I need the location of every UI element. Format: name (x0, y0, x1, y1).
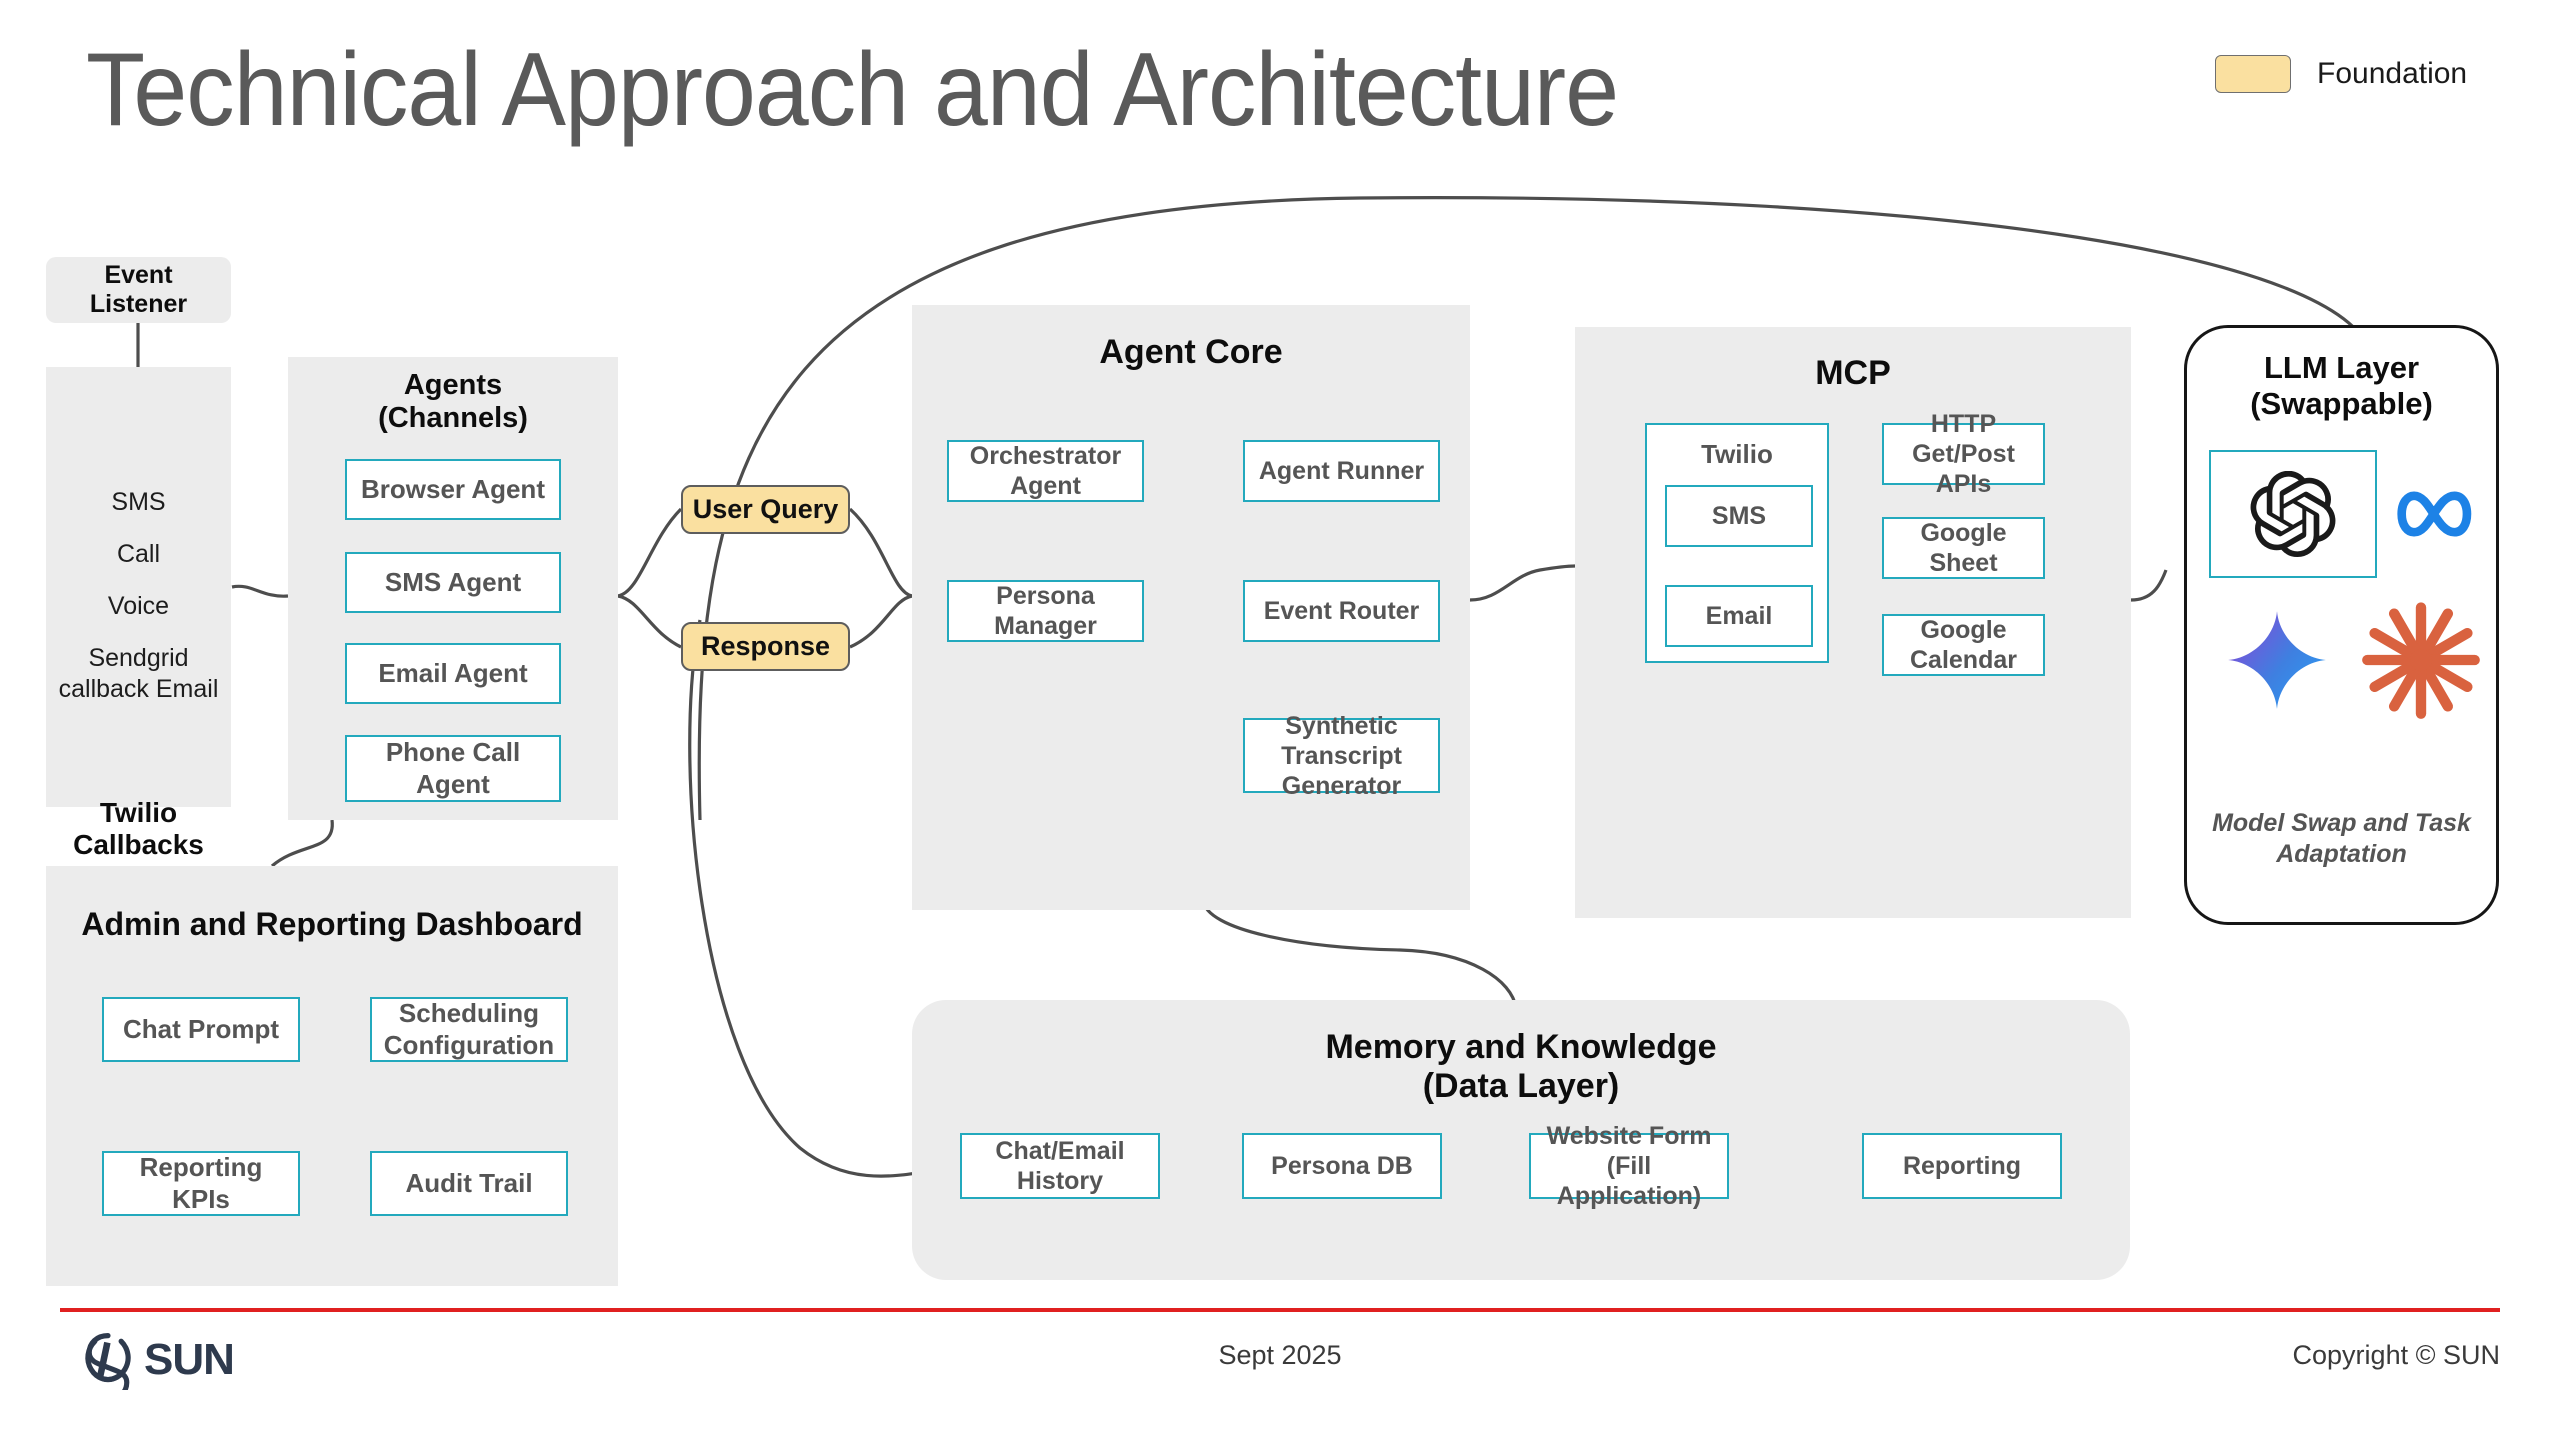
footer-divider (60, 1308, 2500, 1312)
llm-layer-title: LLM Layer(Swappable) (2250, 350, 2433, 421)
wire-response-agentcore (849, 594, 913, 649)
sun-emblem-icon (85, 1333, 131, 1390)
gemini-logo (2228, 611, 2326, 709)
mcp-node-email[interactable]: Email (1665, 585, 1813, 647)
flow-chip-user-query[interactable]: User Query (681, 485, 850, 534)
wire-agentcore-memory (1201, 899, 1518, 1009)
agent-node-sms[interactable]: SMS Agent (345, 552, 561, 613)
wire-agentcore-mcp (1469, 564, 1576, 602)
admin-node-reporting-kpis[interactable]: Reporting KPIs (102, 1151, 300, 1216)
wire-agents-admin (270, 819, 334, 868)
footer-logo-word: SUN (144, 1335, 235, 1384)
llm-layer-panel: LLM Layer(Swappable) (2184, 325, 2499, 925)
agents-panel-title: Agents(Channels) (378, 369, 528, 435)
mcp-twilio-group-label: Twilio (1701, 439, 1773, 469)
memory-node-persona-db[interactable]: Persona DB (1242, 1133, 1442, 1199)
meta-logo (2397, 491, 2472, 537)
admin-node-audit-trail[interactable]: Audit Trail (370, 1151, 568, 1216)
agent-core-title: Agent Core (1099, 333, 1283, 371)
agent-node-browser[interactable]: Browser Agent (345, 459, 561, 520)
openai-logo (2250, 471, 2336, 557)
wire-agents-response (617, 594, 682, 649)
mcp-node-sms[interactable]: SMS (1665, 485, 1813, 547)
footer-logo: SUN (78, 1330, 235, 1390)
admin-node-chat-prompt[interactable]: Chat Prompt (102, 997, 300, 1062)
claude-logo (2362, 602, 2480, 719)
wire-userquery-agentcore (848, 507, 913, 598)
footer-copyright: Copyright © SUN (2292, 1340, 2500, 1370)
admin-panel-title: Admin and Reporting Dashboard (81, 906, 583, 942)
memory-knowledge-panel: Memory and Knowledge(Data Layer) Chat/Em… (912, 1000, 2130, 1280)
twilio-item-voice: Voice (107, 592, 170, 620)
agents-channels-panel: Agents(Channels) Browser Agent SMS Agent… (288, 357, 618, 820)
wire-mcp-llm (2130, 569, 2168, 602)
admin-reporting-dashboard-panel: Admin and Reporting Dashboard Chat Promp… (46, 866, 618, 1286)
twilio-item-sms: SMS (111, 488, 166, 516)
flow-chip-response[interactable]: Response (681, 622, 850, 671)
meta-logo-box[interactable] (2392, 450, 2492, 578)
legend-swatch-foundation (2215, 55, 2291, 93)
agent-node-email[interactable]: Email Agent (345, 643, 561, 704)
claude-logo-box[interactable] (2347, 590, 2495, 730)
page-title: Technical Approach and Architecture (86, 32, 1619, 148)
wire-twilio-agents (231, 584, 289, 598)
legend: Foundation (2215, 55, 2467, 93)
legend-label-foundation: Foundation (2317, 57, 2468, 90)
mcp-twilio-group[interactable]: Twilio SMS Email (1645, 423, 1829, 663)
memory-node-reporting[interactable]: Reporting (1862, 1133, 2062, 1199)
gemini-logo-box[interactable] (2207, 596, 2347, 724)
twilio-item-call: Call (116, 540, 161, 568)
core-node-agent-runner[interactable]: Agent Runner (1243, 440, 1440, 502)
openai-logo-box[interactable] (2209, 450, 2377, 578)
core-node-event-router[interactable]: Event Router (1243, 580, 1440, 642)
llm-layer-caption: Model Swap and Task Adaptation (2212, 808, 2471, 868)
wire-agents-userquery (617, 507, 683, 598)
mcp-title: MCP (1815, 354, 1891, 392)
footer-date: Sept 2025 (1218, 1340, 1342, 1370)
memory-panel-title: Memory and Knowledge(Data Layer) (1325, 1028, 1717, 1106)
